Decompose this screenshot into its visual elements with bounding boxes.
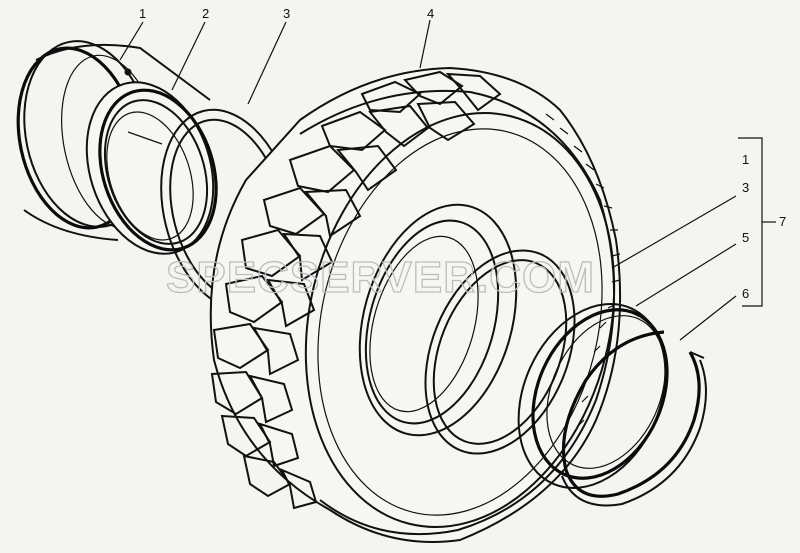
flange-part [517,303,669,489]
callout-4: 4 [427,6,434,21]
callout-3-right: 3 [742,180,749,195]
valve-hole [124,68,132,76]
leader-lines [119,19,737,341]
callout-6: 6 [742,286,749,301]
watermark: SPECSERVER.COM [166,253,595,302]
tread-blocks [210,70,502,510]
callout-1: 1 [139,6,146,21]
tire-part [209,66,622,543]
callout-7: 7 [779,214,786,229]
lock-ring-part [561,330,707,507]
callout-3: 3 [283,6,290,21]
o-ring-part-right [424,249,576,455]
callout-2: 2 [202,6,209,21]
callout-5: 5 [742,230,749,245]
callout-1-right: 1 [742,152,749,167]
